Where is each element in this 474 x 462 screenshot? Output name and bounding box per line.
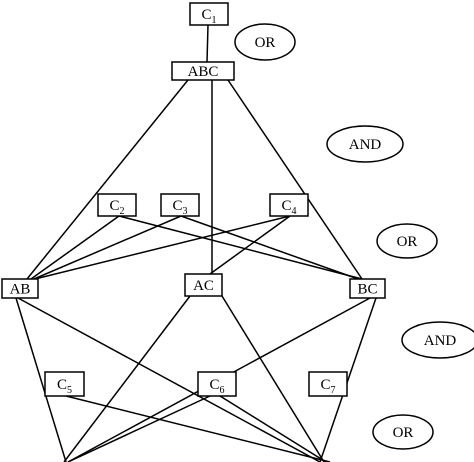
- node-label-main: BC: [357, 282, 377, 298]
- node-box: [171, 61, 235, 81]
- node-label-main: C: [57, 377, 67, 393]
- node-box: [44, 371, 85, 397]
- node-label: AB: [10, 282, 31, 298]
- node-label-main: ABC: [188, 64, 219, 80]
- operator-or-5: OR: [372, 414, 434, 450]
- edge-abc-bc: [227, 79, 363, 280]
- node-label: C5: [57, 377, 72, 396]
- node-box: [184, 273, 223, 297]
- edge-c6-c7: [219, 395, 327, 462]
- node-box: [269, 193, 309, 217]
- node-label-subscript: 5: [67, 385, 72, 396]
- edge-c2-ab: [30, 215, 120, 280]
- node-label: C3: [172, 198, 187, 217]
- node-label-main: AB: [10, 282, 31, 298]
- node-label-subscript: 4: [292, 206, 297, 217]
- node-label-main: C: [172, 198, 182, 214]
- node-box: [308, 371, 348, 397]
- node-label-subscript: 1: [212, 15, 217, 26]
- node-box: [1, 278, 39, 299]
- operator-or-1: OR: [234, 23, 296, 61]
- edge-c6-c5: [67, 395, 211, 462]
- node-box: [97, 193, 137, 217]
- node-label-main: C: [209, 377, 219, 393]
- node-box: [189, 2, 229, 26]
- node-c6: C6: [197, 371, 237, 397]
- operator-label: AND: [349, 137, 382, 153]
- edge-c4-ab: [34, 215, 291, 280]
- edge-ab-c7: [17, 297, 321, 462]
- node-label: C2: [109, 198, 124, 217]
- node-c4: C4: [269, 193, 309, 217]
- node-label: BC: [357, 282, 377, 298]
- node-c2: C2: [97, 193, 137, 217]
- node-label: C7: [320, 377, 335, 396]
- node-c3: C3: [160, 193, 200, 217]
- node-label-subscript: 7: [331, 385, 336, 396]
- node-label-subscript: 2: [120, 206, 125, 217]
- operator-label: OR: [393, 425, 414, 441]
- node-c1: C1: [189, 2, 229, 26]
- node-ac: AC: [184, 273, 223, 297]
- edge-ac-c5: [63, 295, 191, 462]
- node-label-main: AC: [193, 278, 214, 294]
- edge-ab-c5: [15, 297, 67, 462]
- operator-or-3: OR: [376, 223, 438, 259]
- operator-and-2: AND: [326, 125, 404, 163]
- node-label: C6: [209, 377, 224, 396]
- node-label-main: C: [109, 198, 119, 214]
- operator-oval: [234, 23, 296, 61]
- edge-bc-c6: [319, 297, 377, 462]
- node-label-subscript: 6: [220, 385, 225, 396]
- node-box: [349, 278, 386, 299]
- node-label-subscript: 3: [183, 206, 188, 217]
- edge-c2-bc: [118, 215, 363, 280]
- node-box: [160, 193, 200, 217]
- node-box: [197, 371, 237, 397]
- edge-c4-ac: [209, 215, 291, 275]
- node-label: C1: [201, 7, 216, 26]
- operator-label: OR: [397, 234, 418, 250]
- node-c7: C7: [308, 371, 348, 397]
- edge-c1-abc: [206, 24, 209, 63]
- operator-and-4: AND: [401, 321, 474, 359]
- edge-c3-bc: [180, 215, 359, 280]
- operator-oval: [326, 125, 404, 163]
- edge-c5-c7: [65, 395, 331, 462]
- edge-c3-ab: [33, 215, 182, 280]
- operator-label: AND: [424, 333, 457, 349]
- operator-label: OR: [255, 35, 276, 51]
- node-label-main: C: [281, 198, 291, 214]
- operator-oval: [401, 321, 474, 359]
- edge-abc-ab: [26, 79, 189, 280]
- operator-oval: [372, 414, 434, 450]
- node-ab: AB: [1, 278, 39, 299]
- node-bc: BC: [349, 278, 386, 299]
- node-label-main: C: [320, 377, 330, 393]
- node-label: AC: [193, 278, 214, 294]
- node-c5: C5: [44, 371, 85, 397]
- edge-ac-c7: [221, 295, 325, 462]
- operator-layer: OR AND OR AND OR: [234, 23, 474, 450]
- node-label: C4: [281, 198, 296, 217]
- edge-layer: [15, 24, 377, 462]
- operator-oval: [376, 223, 438, 259]
- node-label-main: C: [201, 7, 211, 23]
- node-abc: ABC: [171, 61, 235, 81]
- node-label: ABC: [188, 64, 219, 80]
